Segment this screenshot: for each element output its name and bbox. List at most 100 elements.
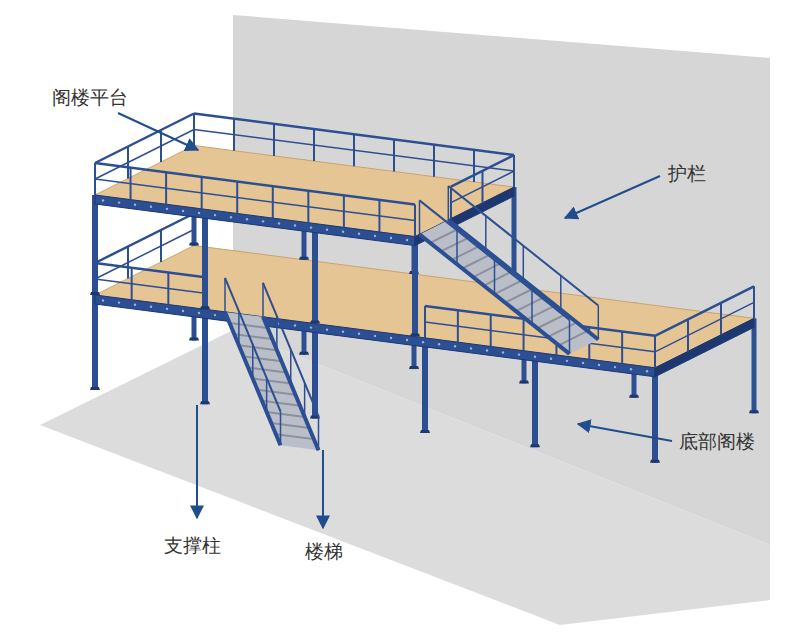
beam-hole [262,220,264,222]
stair-stringer [448,220,598,340]
column-foot [299,257,309,260]
stair-post [456,230,458,264]
beam-hole [294,224,296,226]
stair-step [244,356,282,361]
stair-post [252,345,254,379]
column-foot [420,430,430,433]
beam-hole [566,360,568,362]
stair-treads [420,220,599,354]
stair-stringer [420,234,570,354]
deck-surface [95,246,754,368]
leader-line [578,424,672,441]
beam-hole [150,206,152,208]
stair-step [257,390,295,395]
stair-handrail [448,186,598,306]
stair-post [531,290,533,324]
beam-hole [326,228,328,230]
stair-step [559,331,588,345]
stair-post [523,246,525,280]
beam-hole [310,326,312,328]
beam-hole [198,212,200,214]
stair-post [262,283,264,317]
stair-post [318,416,320,450]
beam-hole [214,314,216,316]
railing-top [451,155,514,187]
beam-hole [182,210,184,212]
column-foot [519,380,529,383]
stair-handrail [263,283,319,416]
callout-label: 阁楼平台 [50,86,130,109]
beam-hole [278,222,280,224]
beam-hole [406,339,408,341]
railing-top [95,214,194,264]
stair-step [253,379,291,384]
beam-hole [454,345,456,347]
stair-handrail [225,278,281,411]
column-foot [299,352,309,355]
railing-mid [655,302,754,352]
stair-post [569,320,571,354]
support-column [422,338,428,433]
stair-step [430,228,459,242]
railing-top [194,114,514,156]
support-column [652,368,658,463]
beam-hole [246,218,248,220]
column-foot [200,306,210,309]
stair-step [473,263,502,277]
beam-hole [358,233,360,235]
stair-step [267,412,305,417]
support-column [312,224,318,324]
railing-top [95,163,415,205]
beam-hole [150,306,152,308]
column-foot [410,334,420,337]
support-column [202,309,208,404]
callout-label: 护栏 [666,162,708,185]
stair-stringer [263,317,319,450]
beam-hole [118,201,120,203]
railing-top [95,114,194,164]
railing-mid [95,230,194,280]
stair-post [280,411,282,445]
leader-line [565,176,660,218]
column-foot [409,366,419,369]
column-foot [650,460,660,463]
stair-step [548,322,577,336]
leader-line [322,450,324,528]
leader-line [196,405,198,518]
beam-hole [102,199,104,201]
beam-hole [118,301,120,303]
railing-top [655,286,754,336]
beam-hole [294,324,296,326]
column-foot [530,444,540,447]
stair-step [462,254,491,268]
beam-hole [166,308,168,310]
stair-post [304,383,306,417]
mezzanine-structure [90,114,759,463]
beam-hole [102,299,104,301]
beam-hole [534,356,536,358]
column-foot [749,410,759,413]
stair-step [230,323,268,328]
beam-hole [438,343,440,345]
stair-post [266,378,268,412]
column-foot [90,292,100,295]
callout-label: 支撑柱 [162,534,223,557]
stair-post [224,278,226,312]
beam-hole [630,368,632,370]
railing-mid [194,130,514,172]
stair-stringer [225,312,281,445]
support-column [92,195,98,295]
beam-hole [182,310,184,312]
callout-label: 楼梯 [303,540,345,563]
column-foot [189,243,199,246]
stair-post [494,260,496,294]
beam-hole [342,331,344,333]
railing-top [95,263,205,277]
column-foot [200,401,210,404]
beam-hole [486,349,488,351]
stair-step [271,423,309,428]
stair-step [495,280,524,294]
support-column [752,318,757,413]
beam-hole [598,364,600,366]
